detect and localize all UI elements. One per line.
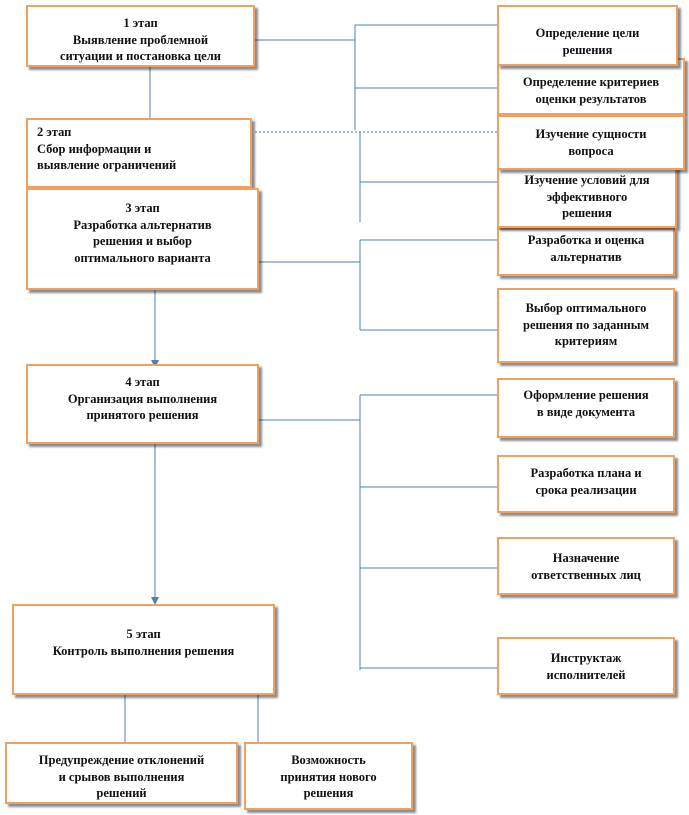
right-box-goal-definition: Определение цели решения — [497, 5, 678, 66]
right-box-line: ответственных лиц — [531, 567, 641, 582]
right-box-conditions-study: Изучение условий для эффективного решени… — [497, 160, 677, 228]
arrowhead — [151, 597, 159, 605]
right-box-essence-study: Изучение сущности вопроса — [497, 115, 685, 170]
bottom-box-line: и срывов выполнения — [58, 769, 185, 784]
bottom-box-line: решения — [303, 786, 354, 800]
stage-1-line-2: Выявление проблемной — [72, 32, 209, 47]
right-box-plan-development: Разработка плана и срока реализации — [497, 455, 675, 513]
right-box-line: решения — [562, 42, 613, 57]
right-box-alternatives-evaluation: Разработка и оценка альтернатив — [497, 228, 675, 276]
right-box-line: вопроса — [568, 143, 614, 158]
stage-5-box: 5 этап Контроль выполнения решения — [12, 604, 275, 695]
right-box-line: Инструктаж — [550, 651, 622, 665]
stage-1-box: 1 этап Выявление проблемной ситуации и п… — [26, 5, 255, 67]
right-box-document-formalization: Оформление решения в виде документа — [497, 378, 675, 438]
stage-3-line-4: оптимального варианта — [74, 250, 211, 265]
right-box-line: оценки результатов — [535, 91, 647, 106]
right-box-optimal-choice: Выбор оптимального решения по заданным к… — [497, 288, 675, 363]
bottom-box-deviation-prevention: Предупреждение отклонений и срывов выпол… — [5, 742, 238, 804]
stage-2-box: 2 этап Сбор информации и выявление огран… — [26, 118, 252, 188]
right-box-line: исполнителей — [546, 667, 626, 682]
stage-4-line-2: Организация выполнения — [67, 391, 218, 406]
right-box-line: эффективного — [546, 189, 628, 204]
right-box-responsible-assignment: Назначение ответственных лиц — [497, 537, 675, 595]
right-box-line: в виде документа — [536, 404, 636, 419]
right-box-executor-briefing: Инструктаж исполнителей — [497, 637, 675, 695]
stage-1-line-3: ситуации и постановка цели — [60, 49, 221, 63]
bottom-box-line: решений — [96, 786, 147, 800]
bottom-box-new-decision: Возможность принятия нового решения — [244, 742, 413, 810]
right-box-line: альтернатив — [550, 249, 622, 264]
stage-4-box: 4 этап Организация выполнения принятого … — [26, 364, 259, 444]
stage-1-line-1: 1 этап — [123, 16, 158, 30]
right-box-line: Выбор оптимального — [525, 301, 647, 315]
right-box-line: Назначение — [552, 551, 620, 565]
stage-5-line-1: 5 этап — [126, 627, 161, 641]
bottom-box-line: принятия нового — [280, 769, 377, 784]
right-box-line: Изучение сущности — [535, 127, 647, 141]
right-box-line: Разработка и оценка — [527, 233, 645, 247]
bottom-box-line: Предупреждение отклонений — [38, 753, 205, 767]
stage-5-line-2: Контроль выполнения решения — [52, 643, 235, 658]
stage-2-line-1: 2 этап — [37, 125, 72, 139]
stage-4-line-1: 4 этап — [125, 375, 160, 389]
stage-3-line-3: решения и выбор — [92, 234, 193, 248]
right-box-line: Оформление решения — [523, 388, 649, 402]
right-box-line: срока реализации — [535, 482, 637, 497]
stage-2-line-3: выявление ограничений — [37, 158, 177, 172]
stage-3-line-1: 3 этап — [125, 201, 160, 215]
stage-2-line-2: Сбор информации и — [37, 141, 152, 156]
stage-3-line-2: Разработка альтернатив — [73, 217, 212, 232]
bottom-box-line: Возможность — [291, 753, 366, 767]
right-box-line: Определение критериев — [522, 75, 660, 89]
right-box-line: Изучение условий для — [524, 173, 650, 187]
stage-4-line-3: принятого решения — [86, 408, 199, 422]
right-box-criteria-definition: Определение критериев оценки результатов — [497, 58, 685, 115]
right-box-line: решения — [562, 206, 612, 220]
right-box-line: Разработка плана и — [530, 466, 642, 480]
stage-3-box: 3 этап Разработка альтернатив решения и … — [26, 188, 259, 290]
right-box-line: решения по заданным — [523, 317, 649, 332]
right-box-line: Определение цели — [535, 26, 640, 40]
right-box-line: критериям — [554, 334, 618, 348]
